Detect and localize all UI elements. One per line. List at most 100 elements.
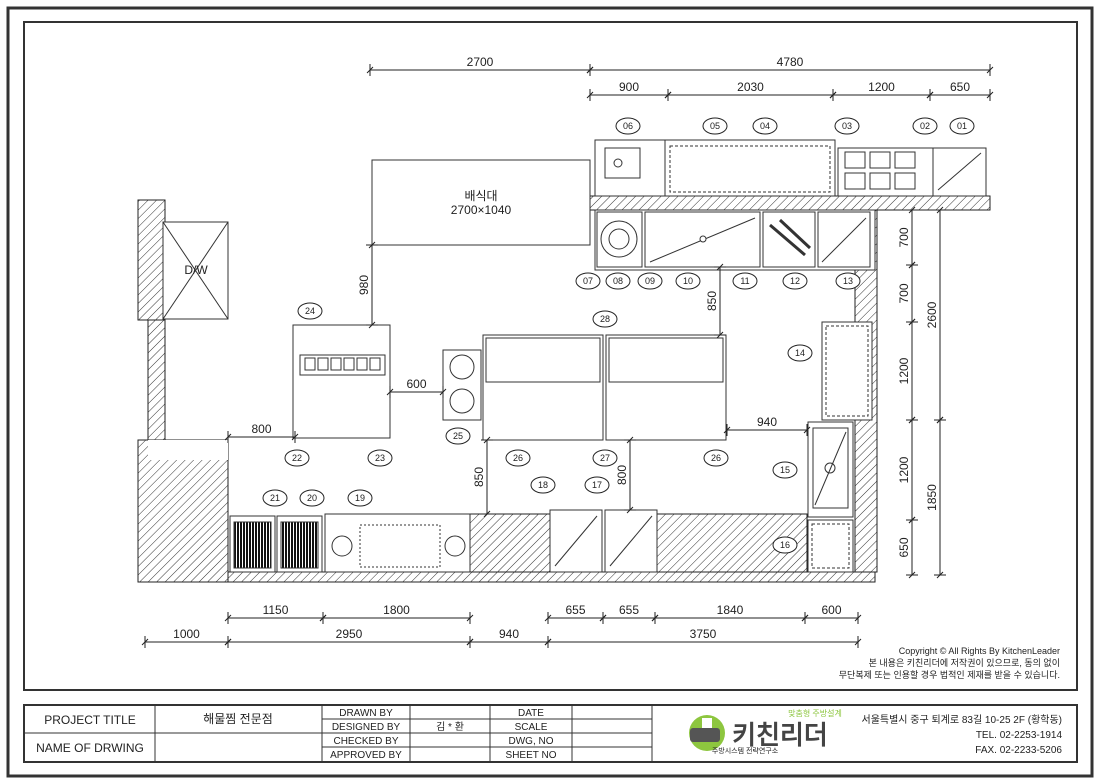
callout-number: 06: [623, 121, 633, 131]
callout-07: 07: [575, 272, 601, 290]
dimension-label: 655: [565, 603, 585, 617]
logo-subtitle: 주방시스템 전략연구소: [712, 746, 779, 755]
dimension-label: 600: [821, 603, 841, 617]
callout-number: 16: [780, 540, 790, 550]
callout-12: 12: [782, 272, 808, 290]
callout-number: 02: [920, 121, 930, 131]
callout-13: 13: [835, 272, 861, 290]
company-fax: FAX. 02-2233-5206: [975, 745, 1062, 756]
callout-05: 05: [702, 117, 728, 135]
dimension-label: 1200: [897, 357, 911, 384]
dimension-label: 900: [619, 80, 639, 94]
callout-02: 02: [912, 117, 938, 135]
callout-number: 21: [270, 493, 280, 503]
dimension-label: 1850: [925, 484, 939, 511]
dimension-label: 2030: [737, 80, 764, 94]
callout-21: 21: [262, 489, 288, 507]
callout-number: 11: [740, 276, 749, 286]
callout-number: 07: [583, 276, 593, 286]
callout-number: 17: [592, 480, 602, 490]
dimension-label: 800: [251, 422, 271, 436]
callout-number: 05: [710, 121, 720, 131]
callout-number: 22: [292, 453, 302, 463]
date-label: DATE: [518, 708, 544, 719]
scale-label: SCALE: [515, 722, 548, 733]
copyright-line-1: Copyright © All Rights By KitchenLeader: [899, 646, 1060, 656]
callout-number: 08: [613, 276, 623, 286]
callout-number: 28: [600, 314, 610, 324]
callout-23: 23: [367, 449, 393, 467]
serving-table-size: 2700×1040: [451, 203, 512, 217]
callout-19: 19: [347, 489, 373, 507]
callout-08: 08: [605, 272, 631, 290]
dimension-label: 940: [499, 627, 519, 641]
callout-20: 20: [299, 489, 325, 507]
dimension-label: 850: [705, 291, 719, 311]
dimension-label: 650: [950, 80, 970, 94]
project-title-value: 해물찜 전문점: [203, 712, 273, 726]
callout-26: 26: [703, 449, 729, 467]
callout-number: 03: [842, 121, 852, 131]
drawing-frame: [23, 21, 1078, 691]
callout-15: 15: [772, 461, 798, 479]
approved-by-label: APPROVED BY: [330, 750, 402, 761]
dimension-label: 700: [897, 227, 911, 247]
company-address: 서울특별시 중구 퇴계로 83길 10-25 2F (황학동): [862, 713, 1063, 726]
callout-number: 26: [711, 453, 721, 463]
dimension-label: 2600: [925, 301, 939, 328]
callout-number: 10: [683, 276, 693, 286]
callout-28: 28: [592, 310, 618, 328]
callout-27: 27: [592, 449, 618, 467]
dimension-label: 1800: [383, 603, 410, 617]
dimension-label: 3750: [690, 627, 717, 641]
callout-18: 18: [530, 476, 556, 494]
serving-table-label: 배식대: [464, 189, 497, 203]
callout-number: 04: [760, 121, 770, 131]
drawn-by-label: DRAWN BY: [339, 708, 393, 719]
callout-number: 09: [645, 276, 655, 286]
callout-number: 27: [600, 453, 610, 463]
callout-24: 24: [297, 302, 323, 320]
callout-10: 10: [675, 272, 701, 290]
callout-number: 26: [513, 453, 523, 463]
callout-number: 14: [795, 348, 805, 358]
dimension-label: 700: [897, 283, 911, 303]
callout-06: 06: [615, 117, 641, 135]
company-tel: TEL. 02-2253-1914: [976, 730, 1063, 741]
dimension-label: 600: [406, 377, 426, 391]
dimension-label: 655: [619, 603, 639, 617]
callout-number: 23: [375, 453, 385, 463]
serving-table: [371, 159, 591, 246]
callout-04: 04: [752, 117, 778, 135]
dimension-label: 850: [472, 467, 486, 487]
dwg-no-label: DWG, NO: [509, 736, 554, 747]
callout-03: 03: [834, 117, 860, 135]
title-block: [23, 704, 1078, 763]
callouts: 01 02 03 04 05 06 07 08 09 10 11 12 13 14 15 16 17 18 19 20…: [262, 117, 975, 554]
callout-number: 24: [305, 306, 315, 316]
dimension-label: 980: [357, 275, 371, 295]
logo-tagline: 맞춤형 주방설계: [788, 708, 842, 718]
dimension-label: 800: [615, 465, 629, 485]
callout-01: 01: [949, 117, 975, 135]
table-22-24: [292, 324, 391, 439]
callout-25: 25: [445, 427, 471, 445]
callout-14: 14: [787, 344, 813, 362]
callout-number: 01: [957, 121, 967, 131]
dimension-label: 2950: [336, 627, 363, 641]
kitchenleader-logo: 키친리더 맞춤형 주방설계 주방시스템 전략연구소: [689, 708, 842, 755]
callout-09: 09: [637, 272, 663, 290]
callout-number: 25: [453, 431, 463, 441]
designed-by-label: DESIGNED BY: [332, 722, 401, 733]
callout-number: 20: [307, 493, 317, 503]
copyright-line-2: 본 내용은 키친리더에 저작권이 있으므로, 동의 없이: [869, 657, 1060, 668]
designed-by-value: 김 * 환: [436, 721, 464, 733]
copyright-line-3: 무단복제 또는 인용할 경우 법적인 제재를 받을 수 있습니다.: [839, 669, 1060, 680]
project-title-label: PROJECT TITLE: [44, 713, 136, 727]
equipment: [162, 139, 987, 573]
sheet-no-label: SHEET NO: [506, 750, 557, 761]
checked-by-label: CHECKED BY: [333, 736, 398, 747]
